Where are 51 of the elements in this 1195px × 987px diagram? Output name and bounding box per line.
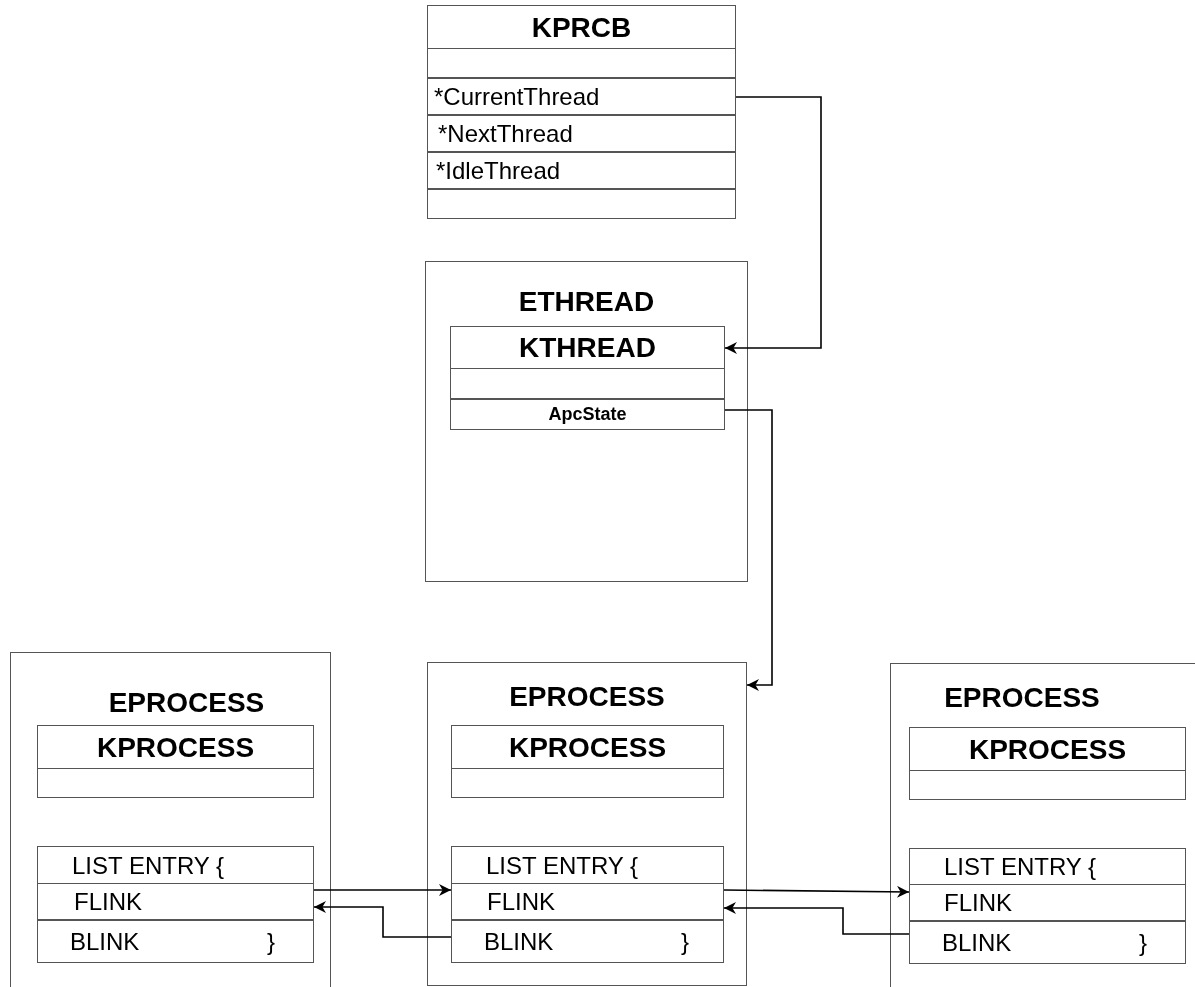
- struct-box: [890, 663, 1195, 987]
- field-name: BLINK: [942, 927, 1012, 958]
- arrow: [313, 884, 452, 896]
- field-name: FLINK: [487, 886, 555, 917]
- field-name: LIST ENTRY {: [486, 851, 639, 881]
- struct-table: [909, 848, 1186, 964]
- struct-title: EPROCESS: [943, 681, 1101, 715]
- struct-table: [37, 725, 314, 798]
- struct-title: EPROCESS: [508, 680, 666, 714]
- field-row: [427, 78, 736, 115]
- struct-table: [427, 5, 736, 219]
- field-name: BLINK: [70, 926, 140, 957]
- table-heading: KPROCESS: [967, 733, 1128, 767]
- table-heading: KPROCESS: [507, 731, 668, 765]
- arrow: [723, 885, 910, 898]
- field-name: *CurrentThread: [434, 81, 600, 112]
- field-name: *IdleThread: [436, 155, 561, 186]
- struct-table: [909, 727, 1186, 800]
- field-name: FLINK: [74, 886, 142, 917]
- field-name: *NextThread: [438, 118, 573, 149]
- struct-table: [451, 846, 724, 963]
- arrow: [313, 901, 452, 938]
- field-row: [427, 115, 736, 152]
- table-heading: KPROCESS: [95, 731, 256, 765]
- field-row: [451, 883, 724, 920]
- struct-table: [451, 725, 724, 798]
- empty-row: [450, 368, 725, 399]
- field-row: [37, 883, 314, 920]
- field-row: [909, 884, 1186, 921]
- struct-title: ETHREAD: [517, 285, 656, 319]
- struct-box: [425, 261, 748, 582]
- struct-table: [37, 846, 314, 963]
- struct-box: [427, 662, 747, 986]
- field-name: LIST ENTRY {: [72, 851, 225, 881]
- field-name: BLINK: [484, 926, 554, 957]
- field-name: LIST ENTRY {: [944, 852, 1097, 882]
- arrow: [724, 96, 822, 354]
- empty-row: [427, 48, 736, 78]
- field-row: [427, 152, 736, 189]
- table-heading: KTHREAD: [518, 331, 657, 365]
- brace: }: [681, 926, 689, 957]
- brace: }: [267, 926, 275, 957]
- brace: }: [1139, 927, 1147, 958]
- arrow: [724, 409, 773, 691]
- struct-table: [450, 326, 725, 430]
- arrow: [723, 902, 910, 935]
- field-name: FLINK: [944, 887, 1012, 918]
- table-heading: KPRCB: [530, 11, 633, 45]
- struct-box: [10, 652, 331, 987]
- field-name: ApcState: [547, 403, 628, 426]
- struct-title: EPROCESS: [107, 686, 266, 720]
